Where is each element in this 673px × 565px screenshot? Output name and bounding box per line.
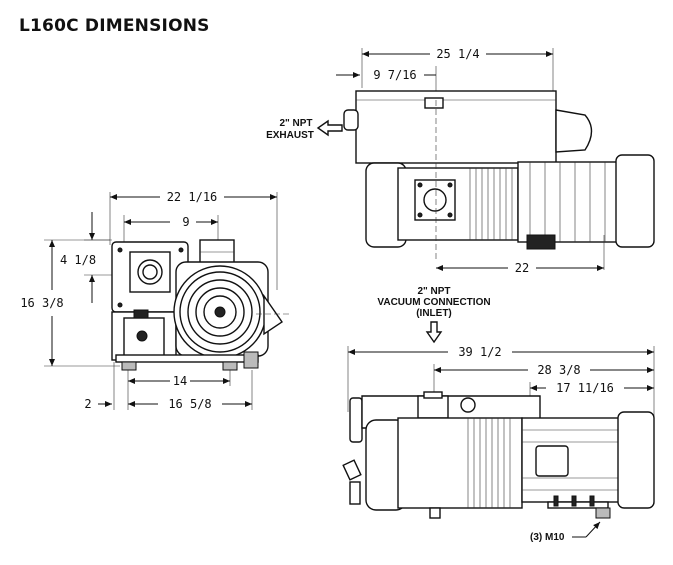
dim-side-flange-height: 4 1/8 <box>60 253 96 267</box>
top-view: 25 1/4 9 7/16 <box>266 47 655 275</box>
page-title: L160C DIMENSIONS <box>19 16 210 36</box>
exhaust-label-name: EXHAUST <box>266 130 314 141</box>
dim-top-total-length: 25 1/4 <box>436 47 479 61</box>
side-view: 22 1/16 9 4 1/8 16 3/8 <box>20 190 292 411</box>
dim-side-base-width: 16 5/8 <box>168 397 211 411</box>
dim-side-total-width: 22 1/16 <box>167 190 218 204</box>
mount-bolt-label: (3) M10 <box>530 532 565 543</box>
inlet-label-type: (INLET) <box>416 308 452 319</box>
dim-side-foot-spacing: 14 <box>173 374 187 388</box>
dim-side-flange-width: 9 <box>182 215 189 229</box>
dim-front-motor-length: 17 11/16 <box>556 381 614 395</box>
dim-side-foot-offset: 2 <box>84 397 91 411</box>
dim-top-exhaust-offset: 9 7/16 <box>373 68 416 82</box>
front-view: 2" NPT VACUUM CONNECTION (INLET) 39 1/2 … <box>342 286 655 543</box>
exhaust-arrow-icon <box>316 119 343 137</box>
dim-front-inlet-to-end: 28 3/8 <box>537 363 580 377</box>
exhaust-label-size: 2" NPT <box>279 118 312 129</box>
inlet-arrow-icon <box>425 321 443 344</box>
inlet-label-size: 2" NPT <box>417 286 450 297</box>
dim-top-motor-span: 22 <box>515 261 529 275</box>
dim-side-total-height: 16 3/8 <box>20 296 63 310</box>
dim-front-total-length: 39 1/2 <box>458 345 501 359</box>
inlet-label-name: VACUUM CONNECTION <box>377 297 490 308</box>
